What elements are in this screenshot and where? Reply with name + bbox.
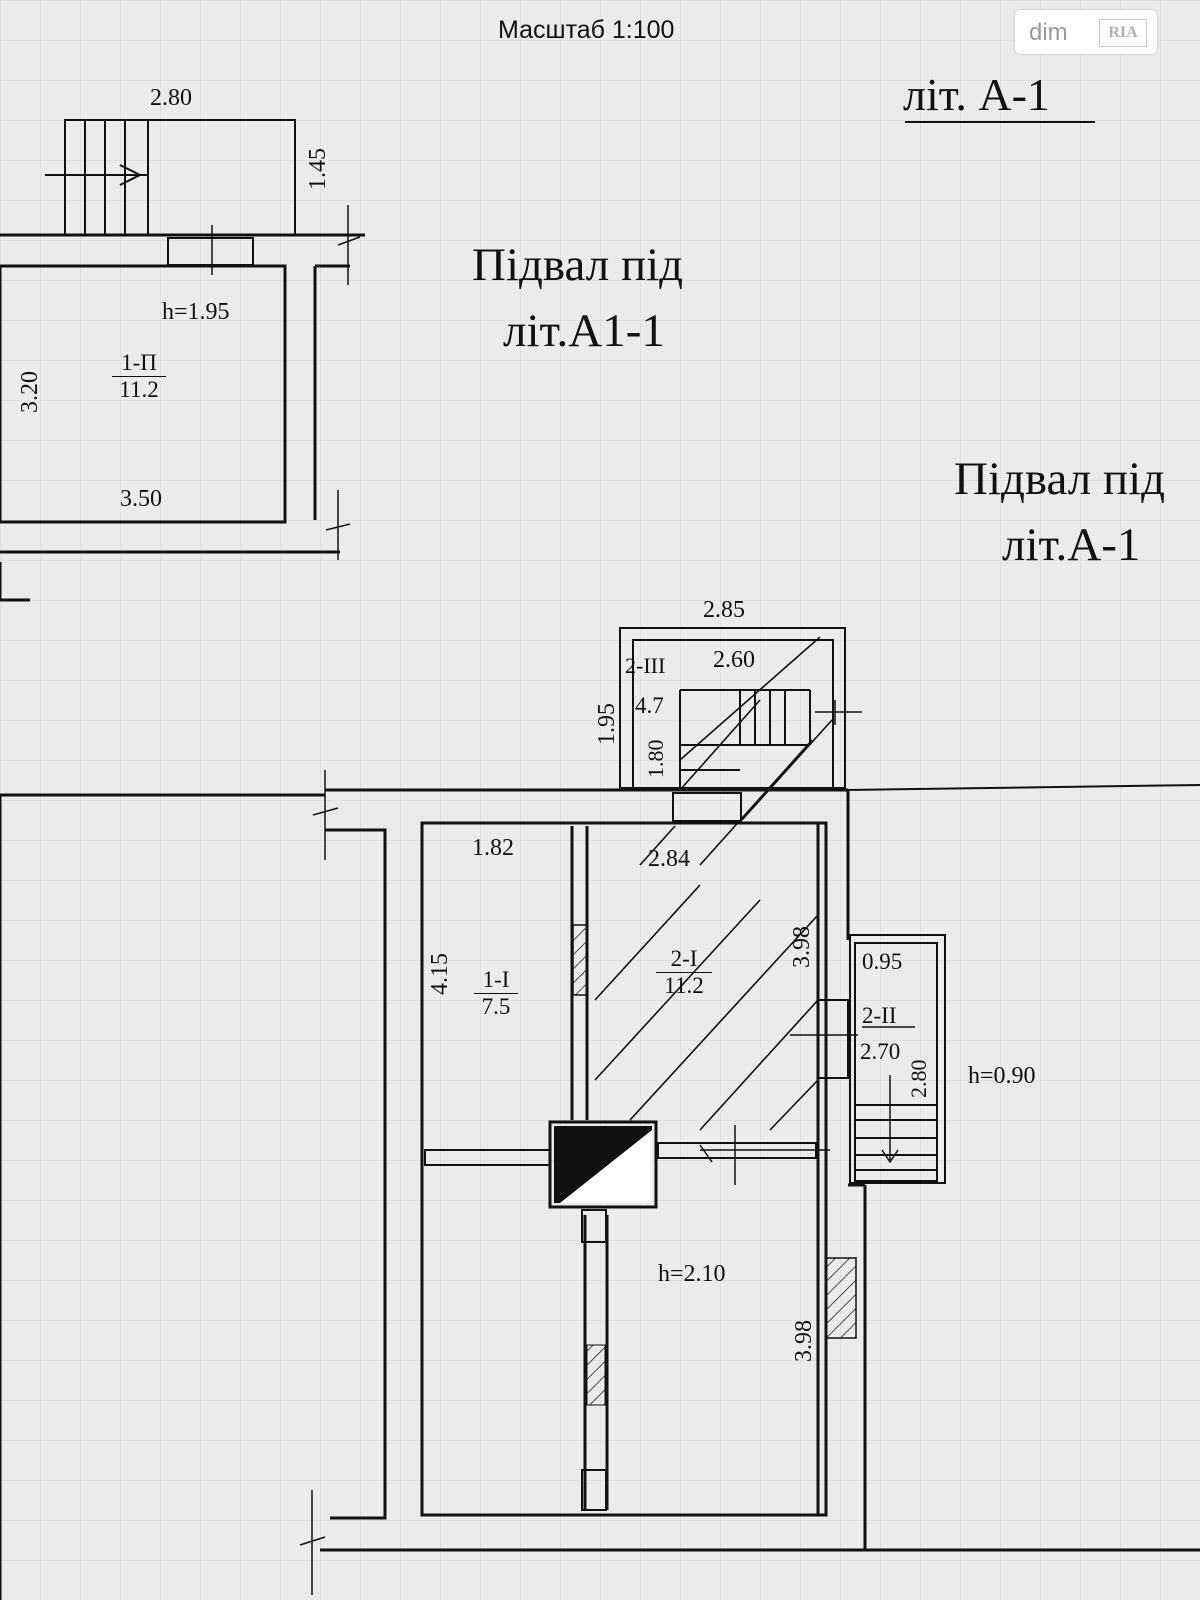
stair-top-number: 2-ІІІ bbox=[625, 653, 666, 678]
dim-stair-top-height-inner: 1.80 bbox=[643, 739, 668, 779]
dim-stair-top-outer: 2.85 bbox=[703, 597, 745, 623]
room-2-i-length: 3.98 bbox=[789, 926, 815, 968]
room-1-p-area: 11.2 bbox=[119, 377, 159, 403]
plan-a1-title-line1: Підвал під bbox=[472, 239, 684, 291]
room-1-i-area: 7.5 bbox=[481, 994, 511, 1020]
main-height: h=2.10 bbox=[658, 1261, 726, 1287]
wall-fill-left bbox=[572, 924, 588, 996]
room-1-i-label: 1-І 7.5 bbox=[474, 967, 518, 1021]
room-2-i-number: 2-І bbox=[656, 946, 712, 974]
side-stair-area: 2.70 bbox=[860, 1039, 901, 1064]
plan-a-title-line1: Підвал під bbox=[954, 453, 1166, 505]
stair-top-area: 4.7 bbox=[635, 693, 664, 718]
side-stair-number: 2-ІІ bbox=[862, 1003, 897, 1028]
room-1-p-label: 1-П 11.2 bbox=[112, 350, 166, 404]
room-1-i-length: 4.15 bbox=[427, 953, 453, 995]
side-stair-height: h=0.90 bbox=[968, 1063, 1036, 1089]
side-stair-width: 0.95 bbox=[862, 949, 903, 974]
plan-a1-walls bbox=[0, 119, 365, 602]
wall-fill-partition bbox=[586, 1344, 606, 1406]
room-2-i-hatch bbox=[594, 636, 833, 1131]
watermark-brand: dim bbox=[1029, 19, 1068, 46]
watermark: dim RIA bbox=[1015, 10, 1157, 54]
dim-room-height: 3.20 bbox=[17, 371, 43, 413]
dim-right-lower: 3.98 bbox=[791, 1320, 817, 1362]
dim-stair-top-inner: 2.60 bbox=[713, 647, 755, 673]
room-1-p-height: h=1.95 bbox=[162, 299, 230, 325]
dim-room-width: 3.50 bbox=[120, 486, 162, 512]
plan-a-title-line2: літ.А-1 bbox=[1002, 519, 1141, 571]
room-2-i-width: 2.84 bbox=[648, 846, 690, 872]
room-2-i-label: 2-І 11.2 bbox=[656, 946, 712, 1000]
room-1-i-width: 1.82 bbox=[472, 835, 514, 861]
dim-stair-depth: 1.45 bbox=[305, 148, 331, 190]
plan-a1-title-line2: літ.А1-1 bbox=[503, 305, 665, 357]
lit-label: літ. А-1 bbox=[903, 69, 1050, 120]
scale-label: Масштаб 1:100 bbox=[498, 16, 675, 44]
dim-stair-top-height: 1.95 bbox=[594, 703, 620, 745]
wall-fill-right bbox=[825, 1257, 857, 1339]
watermark-logo: RIA bbox=[1099, 19, 1147, 47]
room-2-i-area: 11.2 bbox=[664, 973, 704, 999]
room-1-i-number: 1-І bbox=[474, 967, 518, 995]
room-1-p-number: 1-П bbox=[112, 350, 166, 378]
side-stair-length: 2.80 bbox=[906, 1059, 931, 1099]
dim-stair-width: 2.80 bbox=[150, 85, 192, 111]
plan-a-walls bbox=[0, 627, 1200, 1600]
